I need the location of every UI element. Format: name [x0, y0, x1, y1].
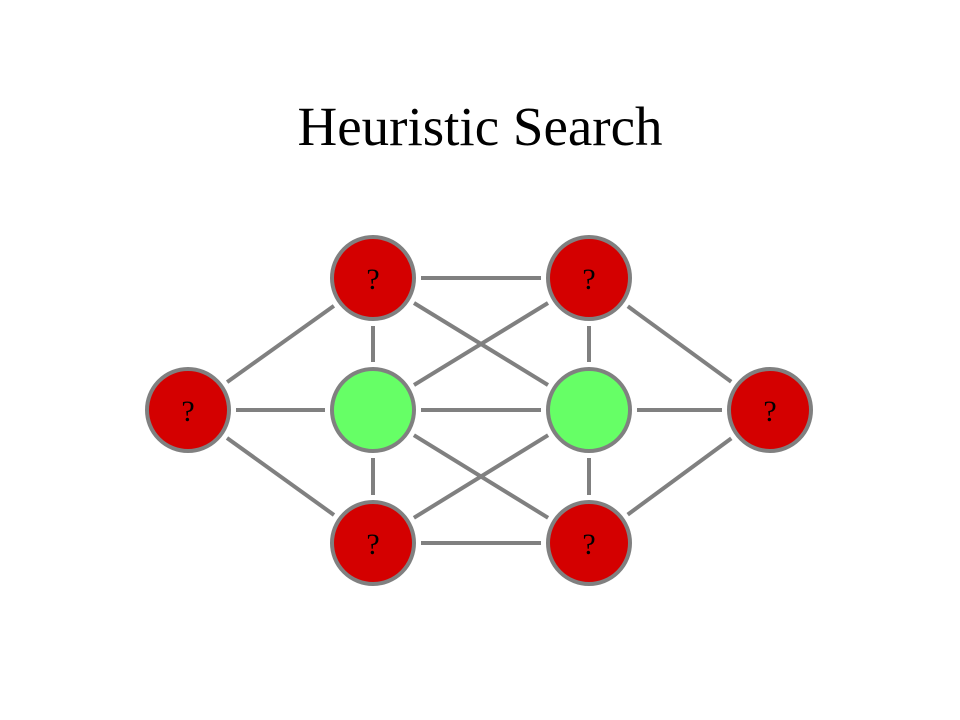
slide-title: Heuristic Search [297, 96, 663, 157]
node-bottom-2: ? [546, 500, 632, 586]
node-label: ? [366, 263, 379, 296]
node-circle [145, 367, 231, 453]
node-label: ? [763, 395, 776, 428]
edge-top-2-right [626, 304, 733, 384]
node-center-2 [546, 367, 632, 453]
node-circle [546, 235, 632, 321]
edge-center-1-top-2 [412, 301, 550, 387]
edge-left-bottom-1 [225, 436, 336, 517]
node-top-2: ? [546, 235, 632, 321]
node-top-1: ? [330, 235, 416, 321]
node-label: ? [582, 528, 595, 561]
edge-bottom-1-center-2 [412, 433, 550, 520]
node-bottom-1: ? [330, 500, 416, 586]
node-circle [330, 235, 416, 321]
node-label: ? [366, 528, 379, 561]
node-left: ? [145, 367, 231, 453]
node-circle [330, 500, 416, 586]
node-circle [727, 367, 813, 453]
edge-left-top-1 [225, 304, 336, 384]
graph-edges [225, 276, 733, 545]
graph-nodes: ?????? [145, 235, 813, 586]
node-label: ? [181, 395, 194, 428]
node-center-1 [330, 367, 416, 453]
node-circle [546, 500, 632, 586]
node-circle [330, 367, 416, 453]
edge-bottom-2-right [626, 436, 733, 517]
node-circle [546, 367, 632, 453]
node-right: ? [727, 367, 813, 453]
node-label: ? [582, 263, 595, 296]
